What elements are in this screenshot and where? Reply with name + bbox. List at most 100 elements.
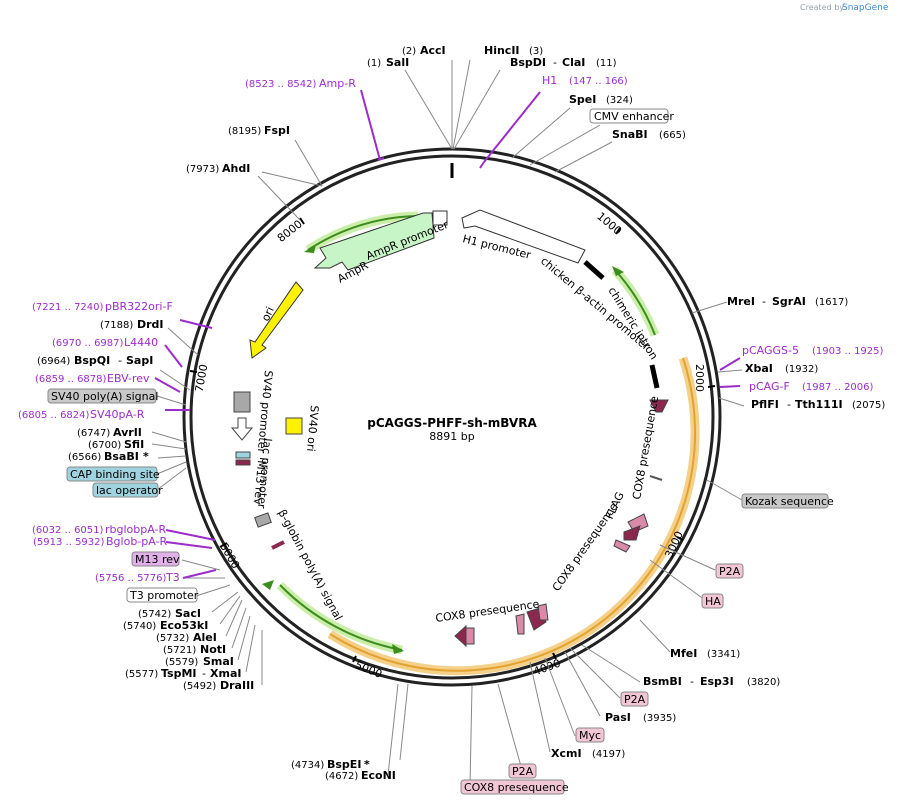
site-esp3i[interactable]: Esp3I — [700, 675, 734, 688]
cox8-feature-1 — [649, 399, 669, 413]
site-pos-noti: (5721) — [163, 645, 196, 656]
primer-h1[interactable]: H1 — [542, 74, 557, 87]
t3-feature — [254, 512, 272, 528]
primer-sv40par[interactable]: SV40pA-R — [90, 408, 145, 421]
box-p2a-1[interactable]: P2A — [715, 563, 744, 579]
site-alei[interactable]: AleI — [193, 631, 217, 644]
site-pos-bsmbi: (3820) — [747, 677, 780, 688]
box-t3-promoter[interactable]: T3 promoter — [126, 587, 199, 603]
tick-label-6000: 6000 — [217, 540, 242, 571]
box-cox8[interactable]: COX8 presequence — [460, 779, 569, 795]
site-avrii[interactable]: AvrII — [113, 426, 142, 439]
h1-promoter-feature — [461, 209, 586, 264]
site-bsabi[interactable]: BsaBI — [104, 450, 139, 463]
site-xcmi[interactable]: XcmI — [551, 747, 582, 760]
chicken-actin-bar — [583, 260, 605, 280]
site-pos-ahdi: (7973) — [186, 164, 219, 175]
site-xmai-sep: - — [202, 667, 206, 680]
site-noti[interactable]: NotI — [200, 643, 226, 656]
sv40-polya-feature — [233, 391, 251, 413]
tick-1000: 1000 — [594, 210, 624, 238]
plasmid-name: pCAGGS-PHFF-sh-mBVRA — [367, 416, 537, 430]
site-bspdi[interactable]: BspDI — [510, 56, 546, 69]
box-lac-operator[interactable]: lac operator — [92, 482, 163, 498]
site-acci[interactable]: AccI — [420, 44, 446, 57]
site-bspqi[interactable]: BspQI — [74, 354, 110, 367]
site-bspei-star: * — [364, 758, 370, 771]
site-tspmi[interactable]: TspMI — [161, 667, 197, 680]
box-p2a-3-text: P2A — [512, 765, 534, 778]
primer-rbglob[interactable]: rbglobpA-R — [105, 523, 166, 536]
site-pos-alei: (5732) — [156, 633, 189, 644]
box-m13-rev[interactable]: M13 rev — [131, 551, 180, 567]
site-pos-smai: (5579) — [165, 657, 198, 668]
site-sapi[interactable]: SapI — [126, 354, 153, 367]
box-cmv-enhancer-text: CMV enhancer — [594, 110, 674, 123]
site-bsmbi[interactable]: BsmBI — [643, 675, 682, 688]
primer-pos-ebvrev: (6859 .. 6878) — [35, 374, 107, 385]
box-m13-rev-text: M13 rev — [135, 553, 180, 566]
box-cmv-enhancer[interactable]: CMV enhancer — [589, 108, 674, 124]
site-xmai[interactable]: XmaI — [210, 667, 241, 680]
site-bspei[interactable]: BspEI — [327, 758, 361, 771]
p2a-feature-b — [537, 603, 549, 621]
box-sv40-polya[interactable]: SV40 poly(A) signal — [47, 388, 158, 404]
site-draiii[interactable]: DraIII — [220, 679, 254, 692]
primer-ebvrev[interactable]: EBV-rev — [107, 372, 150, 385]
cox8-feature-4 — [454, 624, 467, 648]
primer-bglob[interactable]: Bglob-pA-R — [106, 535, 168, 548]
site-pos-econi: (4672) — [325, 771, 358, 782]
cox8-feature-2a — [623, 525, 641, 541]
box-cap-binding-text: CAP binding site — [70, 468, 160, 481]
box-kozak[interactable]: Kozak sequence — [741, 493, 834, 509]
site-hincii[interactable]: HincII — [484, 44, 520, 57]
primer-pbr322[interactable]: pBR322ori-F — [105, 300, 173, 313]
tick-label-7000: 7000 — [193, 363, 211, 393]
primer-pcagf[interactable]: pCAG-F — [749, 380, 790, 393]
box-p2a-3[interactable]: P2A — [508, 763, 537, 779]
site-snabi[interactable]: SnaBI — [612, 128, 648, 141]
box-p2a-2[interactable]: P2A — [620, 691, 649, 707]
primer-pcaggs5[interactable]: pCAGGS-5 — [742, 344, 799, 357]
site-mfei[interactable]: MfeI — [670, 647, 697, 660]
site-pos-fspi: (8195) — [228, 126, 261, 137]
site-sgrai[interactable]: SgrAI — [772, 295, 806, 308]
site-smai[interactable]: SmaI — [203, 655, 234, 668]
site-saci[interactable]: SacI — [175, 607, 201, 620]
site-mrei[interactable]: MreI — [727, 295, 755, 308]
intron-end-bar — [649, 364, 660, 389]
primer-t3[interactable]: T3 — [165, 571, 180, 584]
primer-pos-l4440: (6970 .. 6987) — [52, 338, 124, 349]
primer-l4440[interactable]: L4440 — [124, 336, 158, 349]
site-drdi[interactable]: DrdI — [137, 318, 164, 331]
site-econi[interactable]: EcoNI — [361, 769, 396, 782]
backbone-inner — [189, 154, 715, 680]
orf-arc-line — [329, 357, 697, 672]
site-fspi[interactable]: FspI — [264, 124, 290, 137]
box-ha[interactable]: HA — [701, 593, 724, 609]
box-lac-operator-text: lac operator — [96, 484, 163, 497]
box-p2a-1-text: P2A — [719, 565, 741, 578]
site-xbai[interactable]: XbaI — [745, 362, 773, 375]
site-sfii[interactable]: SfiI — [124, 438, 144, 451]
site-pos-pflfi: (2075) — [852, 400, 885, 411]
site-spei[interactable]: SpeI — [569, 93, 596, 106]
p2a-feature-a — [613, 539, 631, 553]
site-sali[interactable]: SalI — [386, 56, 409, 69]
box-myc[interactable]: Myc — [575, 727, 605, 743]
site-eco53ki[interactable]: Eco53kI — [160, 619, 208, 632]
site-pos-spei: (324) — [606, 95, 633, 106]
site-ahdi[interactable]: AhdI — [222, 162, 250, 175]
site-pasi[interactable]: PasI — [605, 711, 631, 724]
primer-ampr[interactable]: Amp-R — [319, 77, 356, 90]
myc-feature — [515, 613, 525, 635]
bottom-arrowhead-start — [262, 580, 274, 590]
site-tth111i[interactable]: Tth111I — [795, 398, 843, 411]
site-pflfi[interactable]: PflFI — [751, 398, 779, 411]
site-clai-sep: - — [553, 56, 557, 69]
primer-pos-ampr: (8523 .. 8542) — [245, 79, 317, 90]
leader-lines — [151, 59, 745, 787]
site-clai[interactable]: ClaI — [562, 56, 585, 69]
box-cap-binding[interactable]: CAP binding site — [66, 466, 160, 482]
site-pos-sali: (1) — [367, 58, 381, 69]
